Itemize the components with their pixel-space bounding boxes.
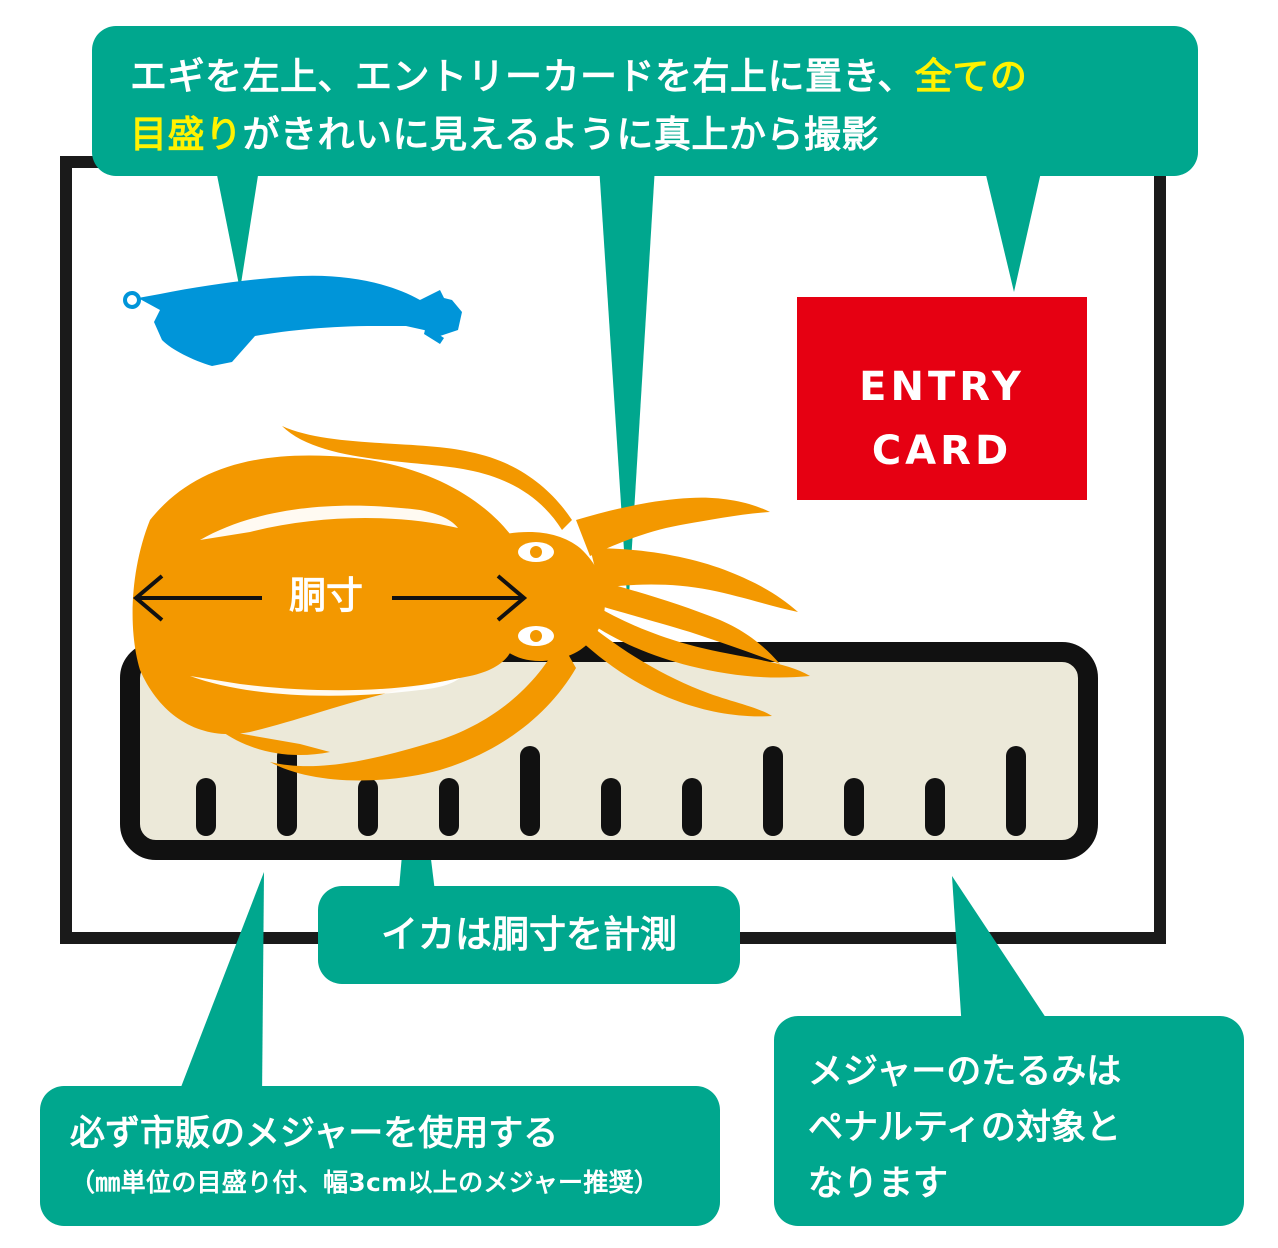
entry-card-line2: CARD (871, 428, 1013, 474)
ruler-tick (925, 778, 945, 836)
egi-shrimp-legs (420, 290, 444, 344)
slack-callout-line2: ペナルティの対象と (808, 1108, 1121, 1148)
squid-fin-lower (220, 730, 330, 756)
entry-card-line1: ENTRY (859, 364, 1025, 410)
ruler-tick (763, 746, 783, 836)
measure-pointer (598, 150, 656, 612)
measure-callout-main: 必ず市販のメジャーを使用する (70, 1114, 559, 1154)
top-callout-text-b: がきれいに見えるように真上から撮影 (242, 113, 879, 156)
squid-pupil-upper (530, 546, 542, 558)
arrow-left-head (132, 574, 164, 622)
squid-tentacle-lower (270, 640, 576, 781)
squid-highlight-top (200, 505, 458, 540)
slack-callout-line3: なります (808, 1164, 949, 1204)
top-callout-line2: 目盛りがきれいに見えるように真上から撮影 (130, 106, 1198, 164)
ruler-tick (277, 746, 297, 836)
slack-callout: メジャーのたるみは ペナルティの対象と なります (774, 1016, 1244, 1226)
squid-pupil-lower (530, 630, 542, 642)
ruler-tick (601, 778, 621, 836)
squid-arms-low (580, 604, 810, 717)
body-length-arrows (132, 574, 528, 622)
egi-body (138, 275, 462, 366)
squid-arm-top (576, 497, 770, 556)
card-pointer (980, 150, 1046, 292)
ruler-tick (196, 778, 216, 836)
squid-head (496, 532, 605, 662)
measure-callout: 必ず市販のメジャーを使用する （㎜単位の目盛り付、幅3cm以上のメジャー推奨） (40, 1086, 720, 1226)
body-length-label: 胴寸 (266, 566, 386, 626)
ruler-tick (439, 778, 459, 836)
ruler-tick (682, 778, 702, 836)
ruler-tick (520, 746, 540, 836)
ruler-pointer (176, 872, 264, 1100)
top-callout-highlight-a: 全ての (914, 55, 1028, 98)
ruler-tick (1006, 746, 1026, 836)
ruler-tick (844, 778, 864, 836)
arrow-right-head (496, 574, 528, 622)
egi-pointer (212, 150, 262, 290)
squid-highlight-bottom (190, 676, 460, 696)
top-callout-text-a: エギを左上、エントリーカードを右上に置き、 (130, 55, 915, 98)
slack-callout-line1: メジャーのたるみは (808, 1052, 1122, 1092)
squid-callout: イカは胴寸を計測 (318, 886, 740, 984)
egi-lure (123, 275, 462, 366)
squid-arms-mid (590, 548, 798, 664)
measure-callout-sub: （㎜単位の目盛り付、幅3cm以上のメジャー推奨） (70, 1168, 660, 1197)
top-callout-line1: エギを左上、エントリーカードを右上に置き、全ての (130, 48, 1198, 106)
slack-pointer (952, 876, 1054, 1030)
egi-eyelet (123, 291, 141, 309)
top-callout-highlight-b: 目盛り (130, 113, 243, 156)
squid-callout-text: イカは胴寸を計測 (381, 913, 677, 956)
ruler-tick (358, 778, 378, 836)
top-callout: エギを左上、エントリーカードを右上に置き、全ての 目盛りがきれいに見えるように真… (92, 26, 1198, 176)
squid-tentacle-upper (282, 426, 572, 530)
entry-card: ENTRY CARD (797, 297, 1087, 500)
